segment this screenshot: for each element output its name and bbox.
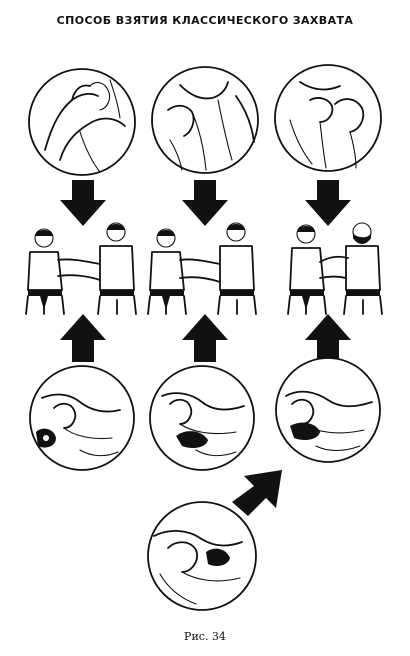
figures-pair-1 xyxy=(25,222,137,315)
arrow-up-3 xyxy=(305,314,351,362)
arrow-diagonal xyxy=(232,470,282,516)
arrow-up-1 xyxy=(60,314,106,362)
bottom-circle-3 xyxy=(275,357,381,463)
arrow-up-2 xyxy=(182,314,228,362)
figure-caption: Рис. 34 xyxy=(184,630,226,643)
bottom-circle-1 xyxy=(29,365,135,471)
figures-pair-2 xyxy=(147,222,257,315)
extra-circle xyxy=(147,501,257,611)
bottom-circle-2 xyxy=(149,365,255,471)
figures-pair-3 xyxy=(287,222,383,315)
page-title: СПОСОБ ВЗЯТИЯ КЛАССИЧЕСКОГО ЗАХВАТА xyxy=(56,14,354,27)
arrow-down-1 xyxy=(60,180,106,226)
top-circle-1 xyxy=(28,68,136,176)
arrow-down-3 xyxy=(305,180,351,226)
top-circle-2 xyxy=(151,66,259,174)
top-circle-3 xyxy=(274,64,382,172)
arrow-down-2 xyxy=(182,180,228,226)
